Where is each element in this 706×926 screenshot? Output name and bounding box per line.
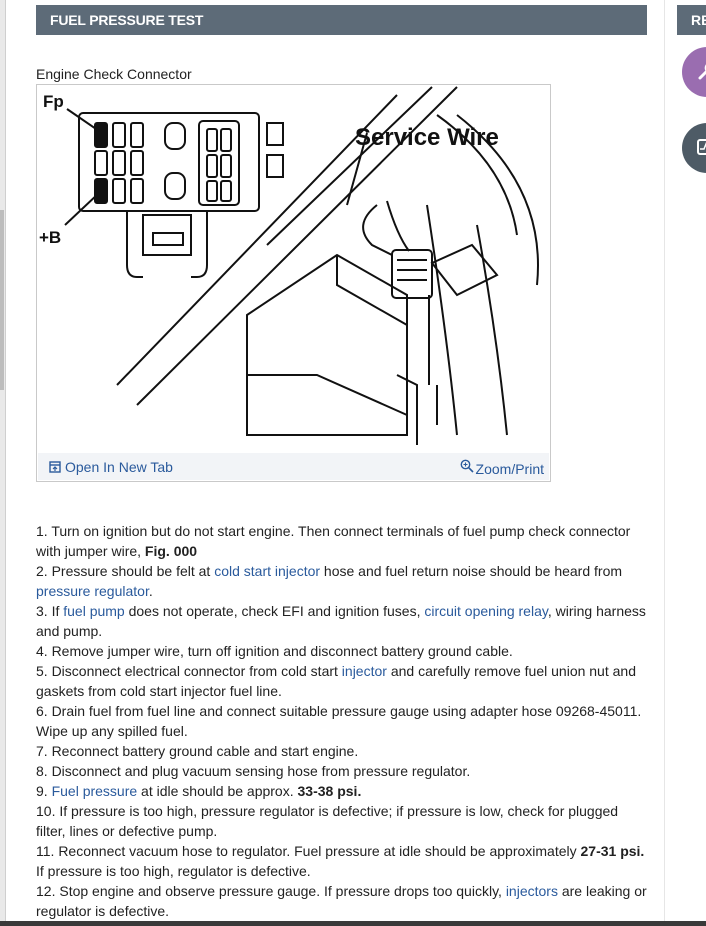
- step-2: 2. Pressure should be felt at cold start…: [36, 563, 623, 599]
- step-6: 6. Drain fuel from fuel line and connect…: [36, 703, 642, 739]
- step-4: 4. Remove jumper wire, turn off ignition…: [36, 643, 513, 659]
- section-header: FUEL PRESSURE TEST: [36, 5, 647, 35]
- step-10: 10. If pressure is too high, pressure re…: [36, 803, 619, 839]
- wrench-icon[interactable]: [682, 47, 706, 97]
- scrollbar-thumb[interactable]: [0, 210, 4, 390]
- step-5: 5. Disconnect electrical connector from …: [36, 663, 636, 699]
- step-11: 11. Reconnect vacuum hose to regulator. …: [36, 843, 645, 879]
- step-8: 8. Disconnect and plug vacuum sensing ho…: [36, 763, 471, 779]
- step-9: 9. Fuel pressure at idle should be appro…: [36, 783, 362, 799]
- fuel-pump-link[interactable]: fuel pump: [63, 603, 125, 619]
- pressure-regulator-link[interactable]: pressure regulator: [36, 583, 149, 599]
- zoom-icon: [460, 459, 474, 473]
- step-1: 1. Turn on ignition but do not start eng…: [36, 523, 631, 559]
- fp-label: Fp: [43, 92, 64, 111]
- step-12: 12. Stop engine and observe pressure gau…: [36, 883, 647, 919]
- waveform-icon[interactable]: [682, 123, 706, 173]
- figure-container: Fp +B Service Wire Open In New Tab Zoom/…: [36, 84, 551, 482]
- column-divider: [664, 0, 665, 926]
- plus-b-label: +B: [39, 228, 61, 247]
- step-7: 7. Reconnect battery ground cable and st…: [36, 743, 359, 759]
- left-scrollbar[interactable]: [0, 0, 6, 926]
- service-wire-label: Service Wire: [355, 124, 499, 151]
- cold-start-injector-link[interactable]: cold start injector: [214, 563, 321, 579]
- procedure-steps: 1. Turn on ignition but do not start eng…: [36, 521, 648, 921]
- fuel-pressure-link[interactable]: Fuel pressure: [51, 783, 138, 799]
- figure-footer: Open In New Tab Zoom/Print: [38, 453, 549, 480]
- open-new-tab-link[interactable]: Open In New Tab: [49, 459, 173, 475]
- injector-link[interactable]: injector: [341, 663, 387, 679]
- zoom-print-label: Zoom/Print: [475, 461, 544, 477]
- related-panel-header: RE: [677, 5, 706, 35]
- zoom-print-link[interactable]: Zoom/Print: [460, 459, 544, 477]
- engine-check-connector-diagram: Fp +B Service Wire: [39, 86, 539, 445]
- injectors-link[interactable]: injectors: [505, 883, 558, 899]
- figure-caption: Engine Check Connector: [36, 66, 192, 82]
- open-new-tab-label: Open In New Tab: [65, 459, 173, 475]
- bottom-border: [0, 921, 706, 926]
- step-3: 3. If fuel pump does not operate, check …: [36, 603, 646, 639]
- circuit-opening-relay-link[interactable]: circuit opening relay: [424, 603, 548, 619]
- new-tab-icon: [49, 461, 61, 473]
